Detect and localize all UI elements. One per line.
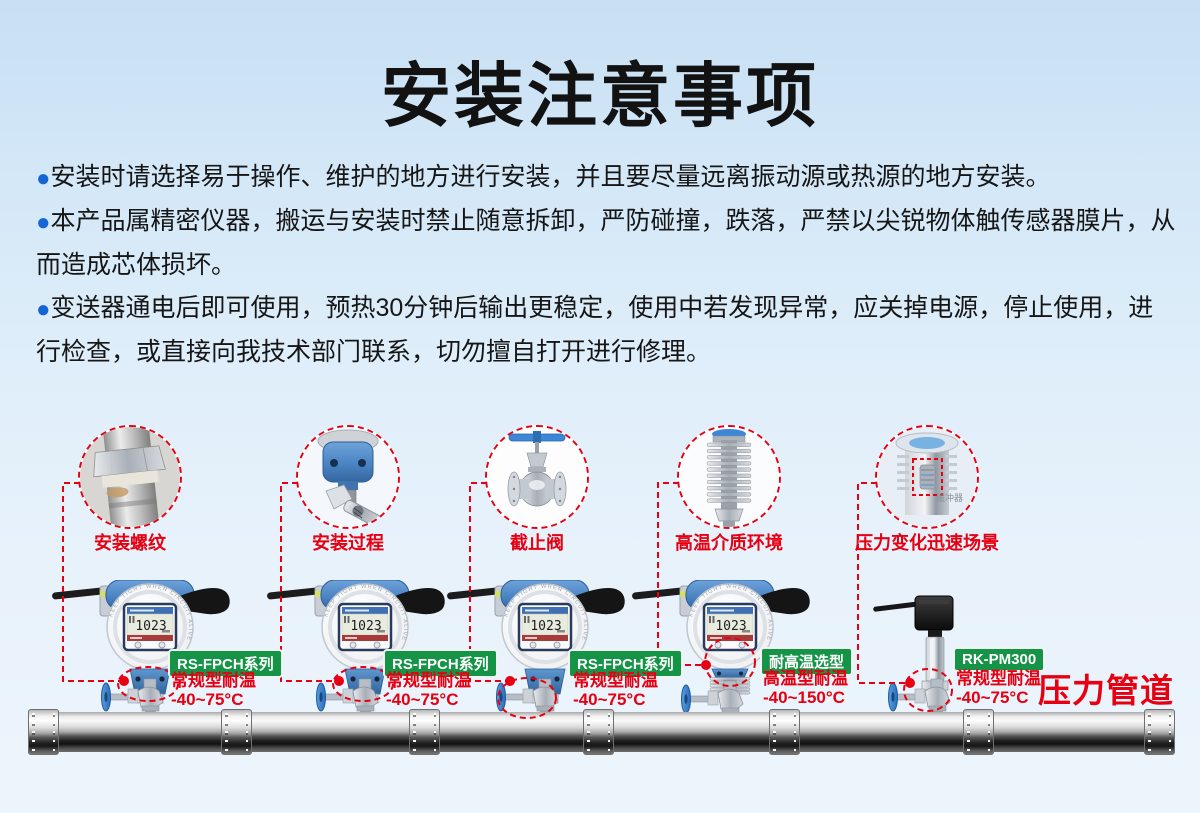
temp-note-4: 高温型耐温 -40~150°C: [763, 669, 848, 707]
temp-range: -40~150°C: [763, 688, 845, 707]
bullet-icon: ●: [36, 209, 51, 236]
temp-type: 常规型耐温: [956, 669, 1041, 688]
pipe-coupling: [409, 709, 440, 755]
mounting-thread-photo: [80, 427, 180, 527]
series-badge-4: 耐高温选型: [760, 647, 854, 676]
temp-note-3: 常规型耐温 -40~75°C: [573, 671, 658, 709]
temp-note-1: 常规型耐温 -40~75°C: [171, 671, 256, 709]
note-text-3: 变送器通电后即可使用，预热30分钟后输出更稳定，使用中若发现异常，应关掉电源，停…: [36, 294, 1154, 366]
series-badge-2: RS-FPCH系列: [383, 649, 498, 678]
page-title: 安装注意事项: [381, 57, 819, 135]
temp-type: 常规型耐温: [573, 671, 658, 690]
series-badge-3: RS-FPCH系列: [568, 649, 683, 678]
temp-range: -40~75°C: [956, 688, 1029, 707]
pressure-pipe: [28, 709, 1175, 755]
callout-label-high-temp-medium: 高温介质环境: [675, 533, 783, 553]
pipe-coupling: [221, 709, 252, 755]
series-badge-1: RS-FPCH系列: [168, 649, 283, 678]
pipe-coupling: [1144, 709, 1175, 755]
rapid-pressure-change-photo: 缓冲器: [877, 427, 977, 527]
temp-range: -40~75°C: [573, 690, 646, 709]
high-temp-medium-photo: [679, 427, 779, 527]
temp-range: -40~75°C: [386, 690, 459, 709]
callout-stop-valve: [485, 425, 589, 529]
pipe-coupling: [583, 709, 614, 755]
buffer-label: 缓冲器: [935, 492, 962, 503]
callout-mounting-thread: [78, 425, 182, 529]
installation-process-photo: [298, 427, 398, 527]
stop-valve-photo: [487, 427, 587, 527]
temp-type: 常规型耐温: [386, 671, 471, 690]
callout-rapid-pressure-change: 缓冲器: [875, 425, 979, 529]
note-paragraph: ●变送器通电后即可使用，预热30分钟后输出更稳定，使用中若发现异常，应关掉电源，…: [36, 287, 1176, 374]
temp-type: 常规型耐温: [171, 671, 256, 690]
temp-note-5: 常规型耐温 -40~75°C: [956, 669, 1041, 707]
pipe-coupling: [963, 709, 994, 755]
installation-notes: ●安装时请选择易于操作、维护的地方进行安装，并且要尽量远离振动源或热源的地方安装…: [36, 156, 1176, 374]
pipe-coupling: [769, 709, 800, 755]
note-paragraph: ●本产品属精密仪器，搬运与安装时禁止随意拆卸，严防碰撞，跌落，严禁以尖锐物体触传…: [36, 200, 1176, 287]
callout-installation-process: [296, 425, 400, 529]
temp-type: 高温型耐温: [763, 669, 848, 688]
temp-range: -40~75°C: [171, 690, 244, 709]
callout-high-temp-medium: [677, 425, 781, 529]
pipe-coupling: [28, 709, 59, 755]
bullet-icon: ●: [36, 165, 51, 192]
callout-label-installation-process: 安装过程: [312, 533, 384, 553]
callout-label-rapid-pressure-change: 压力变化迅速场景: [855, 533, 999, 553]
callout-label-stop-valve: 截止阀: [510, 533, 564, 553]
note-text-2: 本产品属精密仪器，搬运与安装时禁止随意拆卸，严防碰撞，跌落，严禁以尖锐物体触传感…: [36, 207, 1176, 279]
series-badge-5: RK-PM300: [953, 647, 1046, 672]
note-text-1: 安装时请选择易于操作、维护的地方进行安装，并且要尽量远离振动源或热源的地方安装。: [50, 163, 1051, 191]
temp-note-2: 常规型耐温 -40~75°C: [386, 671, 471, 709]
pipe-label: 压力管道: [1038, 672, 1174, 709]
callout-label-mounting-thread: 安装螺纹: [94, 533, 166, 553]
note-paragraph: ●安装时请选择易于操作、维护的地方进行安装，并且要尽量远离振动源或热源的地方安装…: [36, 156, 1176, 200]
bullet-icon: ●: [36, 296, 51, 323]
